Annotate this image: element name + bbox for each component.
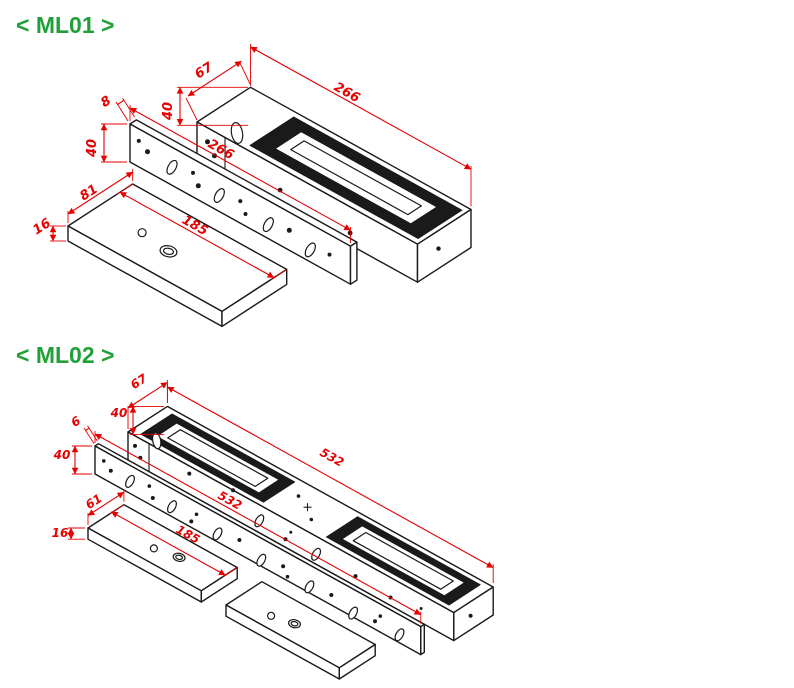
ml02-body-length-dim: 532 — [318, 445, 347, 469]
ml02-title: < ML02 > — [16, 342, 114, 368]
ml01-bracket-thickness-dim: 8 — [98, 93, 114, 111]
ml02-bracket-height-dim: 40 — [53, 448, 71, 462]
ml01-body-height-dim: 40 — [161, 102, 176, 121]
ml01-body-length-dim: 266 — [331, 80, 362, 106]
ml02-bracket-thickness-dim: 6 — [69, 413, 84, 429]
ml01-body-width-dim: 67 — [192, 59, 216, 82]
ml01-armature-width-dim: 81 — [77, 182, 100, 204]
ml02-drawing: < ML02 > — [16, 342, 494, 680]
ml02-body-width-dim: 67 — [128, 371, 150, 392]
ml01-drawing: < ML01 > — [16, 12, 472, 328]
ml01-title: < ML01 > — [16, 12, 114, 38]
ml01-bracket-height-dim: 40 — [85, 139, 100, 158]
ml02-body-height-dim: 40 — [110, 406, 128, 420]
ml02-armature-thickness-dim: 16 — [52, 526, 69, 540]
ml01-armature-thickness-dim: 16 — [30, 216, 53, 238]
ml02-armature-width-dim: 61 — [83, 491, 105, 512]
